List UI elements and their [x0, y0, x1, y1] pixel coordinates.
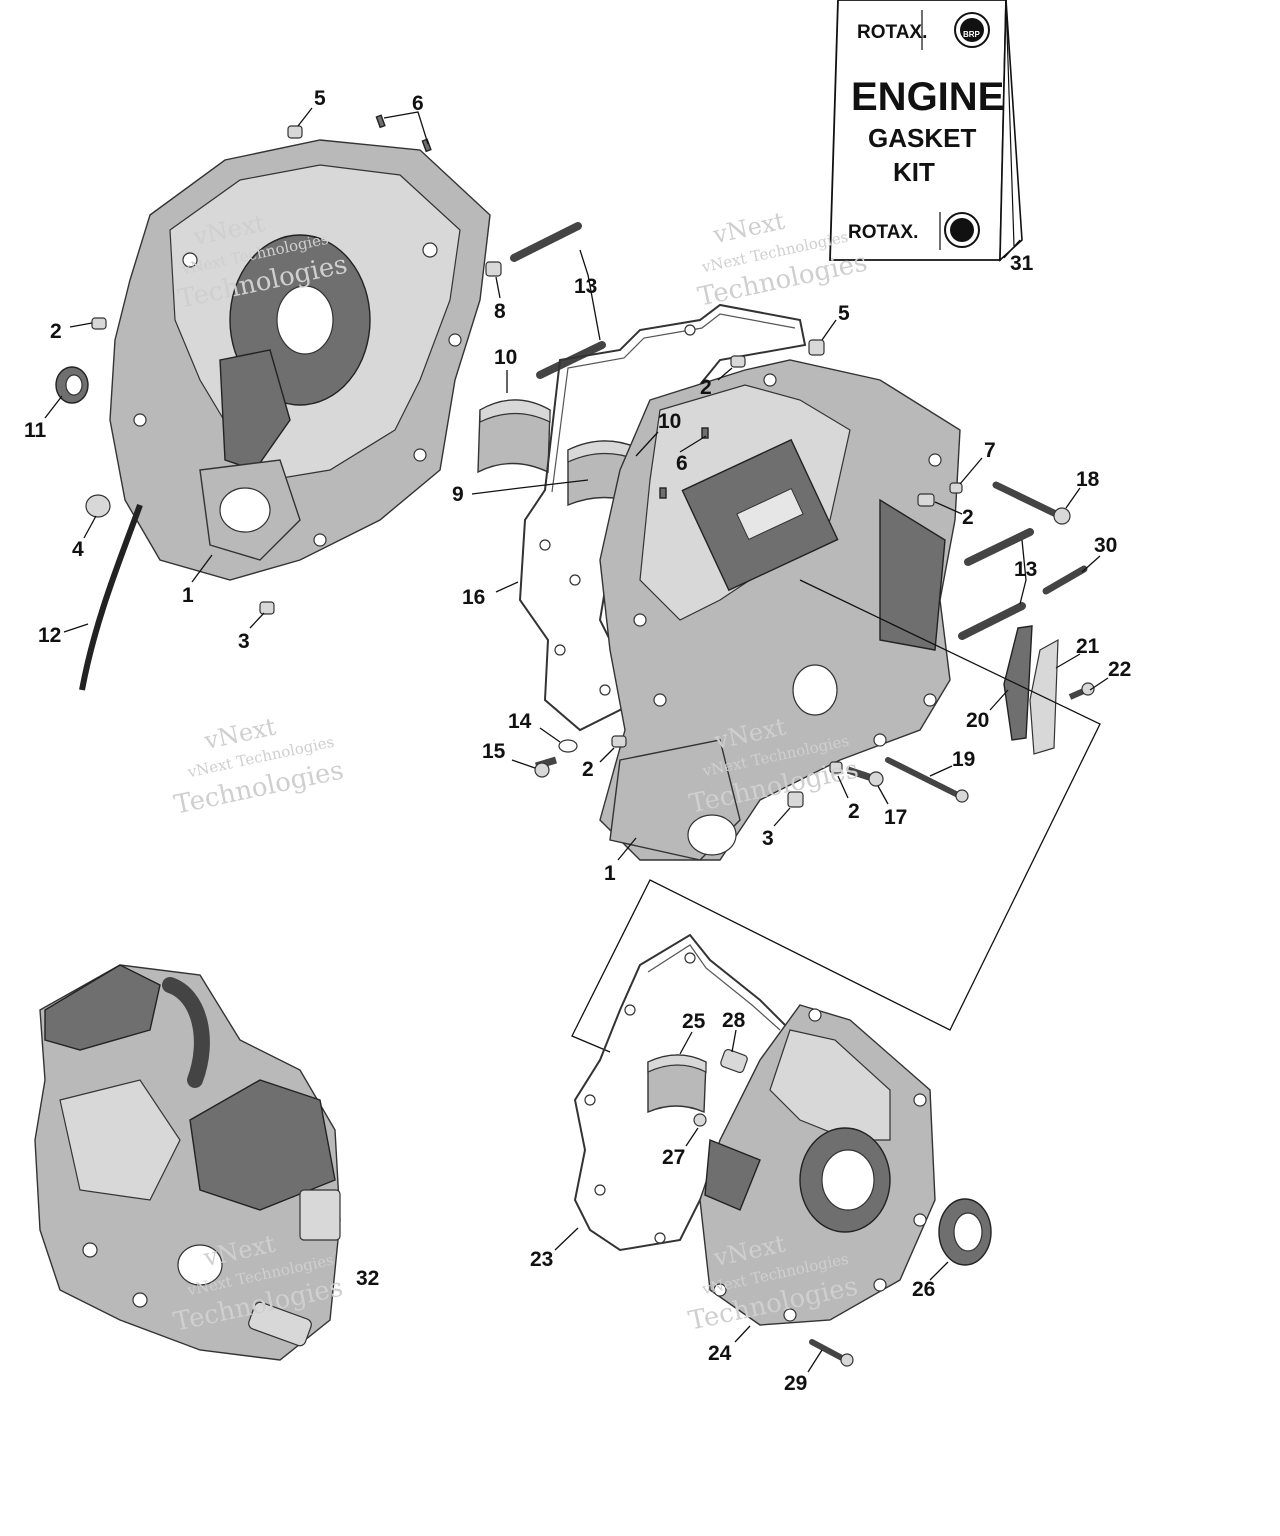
dowel-5-right — [808, 339, 825, 356]
pin-6-right — [659, 427, 709, 499]
callout-11: 11 — [24, 419, 47, 442]
studs-13-top — [510, 222, 606, 379]
callout-16: 16 — [462, 586, 485, 609]
bolt-29 — [809, 1339, 854, 1367]
callout-6-right: 6 — [676, 452, 688, 475]
right-crankcase-half — [599, 359, 961, 861]
sleeve-28 — [720, 1048, 748, 1074]
dowel-2-lower-right — [829, 761, 843, 774]
callout-15: 15 — [482, 740, 506, 763]
callout-25: 25 — [682, 1010, 706, 1033]
brp-logo-icon: BRP — [954, 12, 990, 48]
callout-21: 21 — [1076, 635, 1100, 658]
dowel-pins-6-left — [375, 114, 432, 153]
callout-9: 9 — [452, 483, 464, 506]
callout-23: 23 — [530, 1248, 553, 1271]
callout-10-left: 10 — [494, 346, 517, 369]
callout-3-right: 3 — [762, 827, 774, 850]
sleeve-4 — [85, 494, 111, 518]
bolt-18 — [992, 481, 1071, 525]
callout-4: 4 — [72, 538, 84, 561]
callout-2-right: 2 — [962, 506, 974, 529]
bearing-shell-25 — [647, 1054, 707, 1114]
callout-26: 26 — [912, 1278, 935, 1301]
callout-1-left: 1 — [182, 584, 194, 607]
dowel-2-left — [91, 317, 107, 330]
callout-2-lower-right: 2 — [848, 800, 860, 823]
dowel-2-right — [917, 493, 935, 507]
callout-6-left: 6 — [412, 92, 424, 115]
oil-seal-26 — [938, 1198, 992, 1266]
callout-29: 29 — [784, 1372, 807, 1395]
stud-30 — [1042, 565, 1088, 595]
callout-17: 17 — [884, 806, 907, 829]
oring-14 — [558, 739, 578, 753]
callout-32: 32 — [356, 1267, 379, 1290]
leader-lines — [44, 107, 1109, 1373]
kit-subtitle-kit: KIT — [893, 157, 935, 187]
callout-24: 24 — [708, 1342, 732, 1365]
callout-13-top: 13 — [574, 275, 597, 298]
callout-19: 19 — [952, 748, 975, 771]
callout-31: 31 — [1010, 252, 1034, 275]
kit-brand-top: ROTAX. — [857, 22, 927, 43]
callout-20: 20 — [966, 709, 989, 732]
studs-13-right — [958, 528, 1034, 640]
callout-14: 14 — [508, 710, 532, 733]
sleeve-3-left — [259, 601, 275, 615]
complete-engine-32 — [34, 964, 341, 1361]
callout-3-left: 3 — [238, 630, 250, 653]
callout-2-upper: 2 — [700, 376, 712, 399]
dowel-8 — [485, 261, 502, 277]
callout-5-right: 5 — [838, 302, 850, 325]
breather-hose-12 — [79, 503, 143, 691]
oring-27 — [693, 1113, 707, 1127]
gasket-kit-package: ROTAX. BRP ENGINE GASKET KIT ROTAX. — [829, 0, 1023, 262]
callout-8: 8 — [494, 300, 506, 323]
callout-numbers: 5 6 2 11 4 1 12 3 8 13 10 9 16 14 15 2 1… — [24, 87, 1131, 1395]
callout-5-left: 5 — [314, 87, 326, 110]
brp-logo-icon-bottom — [944, 212, 980, 248]
sleeve-3-right — [787, 791, 804, 808]
watermark-3: vNext vNext Technologies Technologies — [172, 713, 347, 821]
callout-12: 12 — [38, 624, 61, 647]
callout-28: 28 — [722, 1009, 746, 1032]
brp-badge-text: BRP — [963, 30, 981, 39]
callout-18: 18 — [1076, 468, 1100, 491]
kit-subtitle-gasket: GASKET — [868, 123, 976, 153]
pin-7 — [949, 482, 963, 494]
callout-27: 27 — [662, 1146, 685, 1169]
callout-2-lower-left: 2 — [582, 758, 594, 781]
bolt-15 — [534, 756, 558, 778]
callout-2-left: 2 — [50, 320, 62, 343]
callout-13-right: 13 — [1014, 558, 1037, 581]
left-crankcase-half — [109, 139, 491, 581]
callout-10-right: 10 — [658, 410, 681, 433]
bolt-22 — [1068, 682, 1095, 700]
dowel-2-lower-left — [611, 735, 627, 748]
bolt-17 — [846, 766, 884, 787]
callout-30: 30 — [1094, 534, 1117, 557]
dowel-pin-5-left — [287, 125, 303, 139]
dowel-2-upper — [730, 355, 746, 368]
oil-seal-11 — [55, 366, 89, 404]
side-cover-24 — [699, 1004, 936, 1326]
gasket-20 — [1003, 625, 1033, 741]
callout-22: 22 — [1108, 658, 1131, 681]
bolt-19 — [885, 757, 969, 803]
cover-gasket-23 — [573, 933, 792, 1252]
kit-title: ENGINE — [851, 75, 1004, 119]
callout-7: 7 — [984, 439, 996, 462]
callout-1-right: 1 — [604, 862, 616, 885]
bearing-shell-10-upper — [477, 399, 551, 474]
kit-brand-bottom: ROTAX. — [848, 222, 918, 243]
